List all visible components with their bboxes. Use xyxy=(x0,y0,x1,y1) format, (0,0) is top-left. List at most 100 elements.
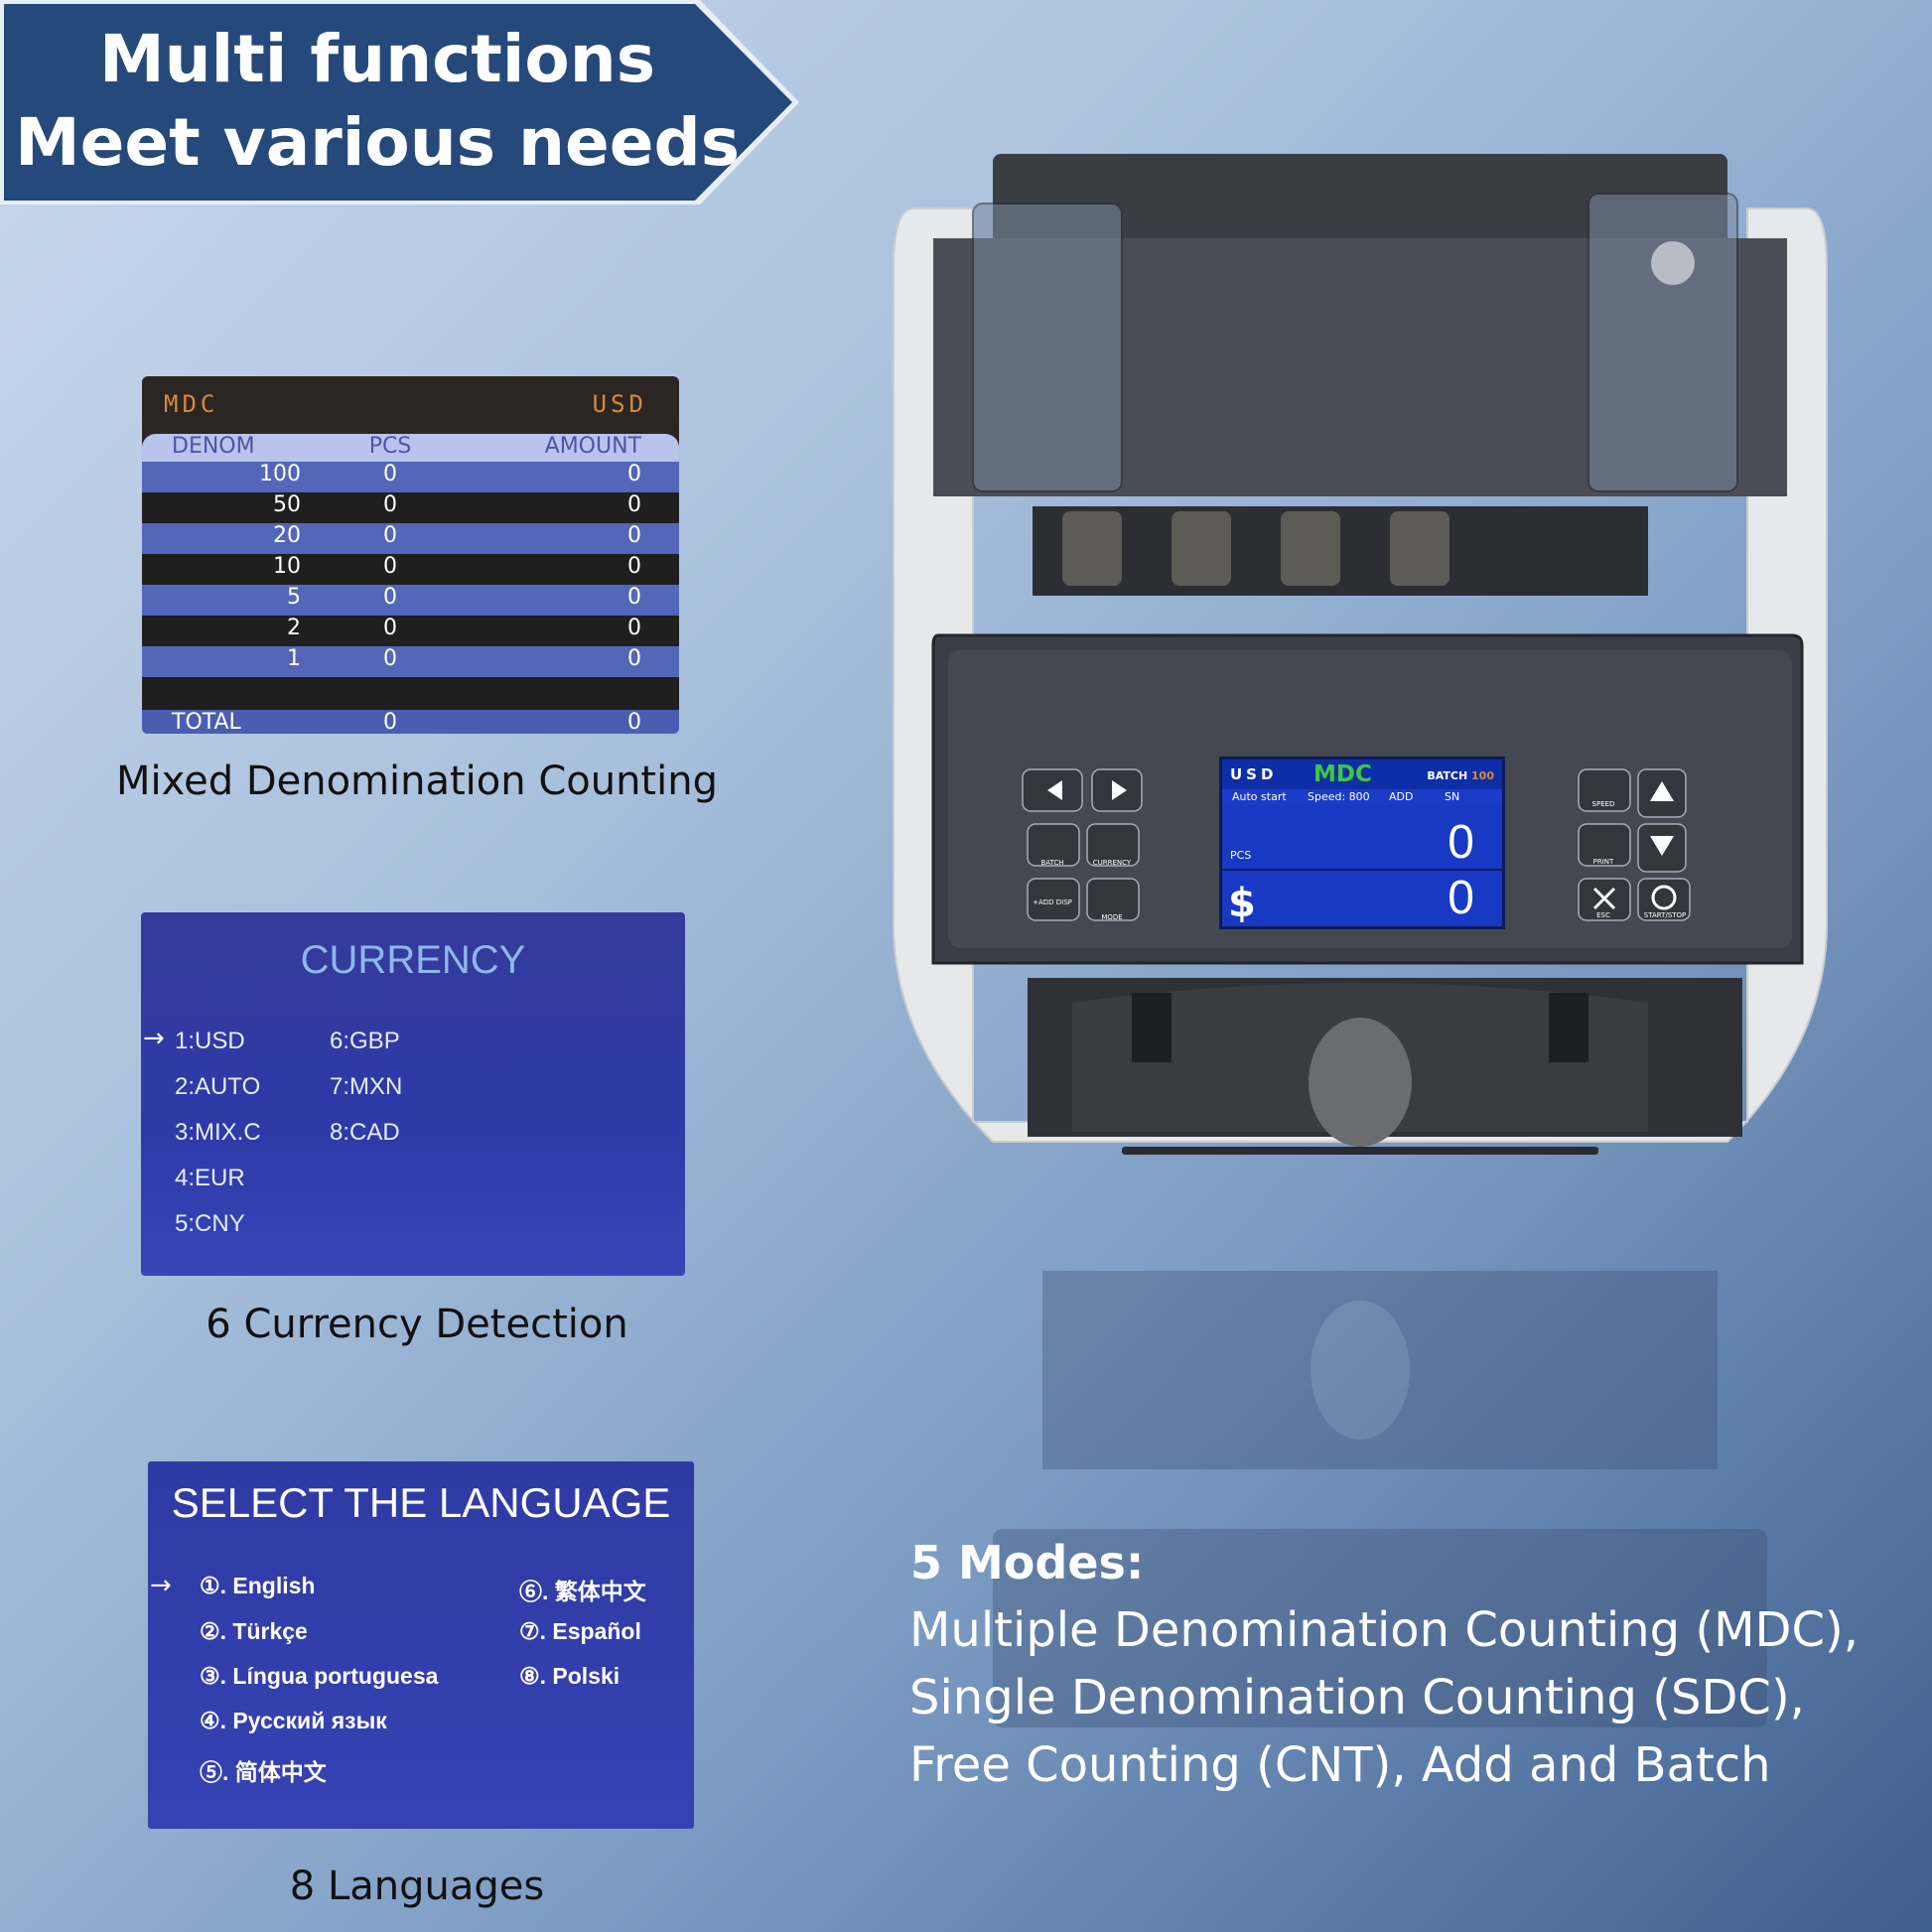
language-option[interactable]: ③. Língua portuguesa xyxy=(200,1663,439,1689)
lcd-auto-start: Auto start xyxy=(1232,790,1287,803)
language-option[interactable]: ①. English xyxy=(200,1573,316,1598)
lcd-batch: BATCH 100 xyxy=(1427,769,1494,782)
currency-option[interactable]: 5:CNY xyxy=(175,1210,245,1237)
mode-button[interactable]: MODE xyxy=(1101,913,1123,921)
language-option[interactable]: ⑥. 繁体中文 xyxy=(519,1579,646,1604)
lcd-status-bar: Auto start Speed: 800 ADD SN xyxy=(1222,789,1502,805)
lcd-pcs-value: 0 xyxy=(1448,816,1474,869)
currency-option[interactable]: 7:MXN xyxy=(330,1073,403,1100)
pcs-cell: 0 xyxy=(383,585,397,610)
language-option[interactable]: ④. Русский язык xyxy=(200,1708,387,1733)
amount-cell: 0 xyxy=(627,616,641,640)
pcs-cell: 0 xyxy=(383,462,397,486)
pcs-cell: 0 xyxy=(383,523,397,548)
mdc-currency-label: USD xyxy=(592,390,647,418)
title-banner: Multi functions Meet various needs xyxy=(0,0,799,205)
banner-arrow-shape xyxy=(0,0,799,205)
currency-option[interactable]: 2:AUTO xyxy=(175,1073,261,1100)
mdc-table-header: DENOM PCS AMOUNT xyxy=(142,434,679,462)
denom-cell: 10 xyxy=(273,554,301,579)
speed-button[interactable]: SPEED xyxy=(1591,800,1615,808)
amount-cell: 0 xyxy=(627,492,641,517)
lcd-divider xyxy=(1222,869,1502,871)
total-pcs: 0 xyxy=(383,710,397,734)
lcd-amount-value: 0 xyxy=(1448,872,1474,924)
selection-arrow-icon: → xyxy=(143,1024,165,1053)
esc-button[interactable]: ESC xyxy=(1596,911,1610,919)
currency-option[interactable]: 3:MIX.C xyxy=(175,1119,261,1146)
language-option[interactable]: ⑦. Español xyxy=(519,1618,641,1644)
amount-cell: 0 xyxy=(627,585,641,610)
currency-option[interactable]: 1:USD xyxy=(175,1028,245,1054)
lcd-mode: MDC xyxy=(1313,761,1372,787)
table-row: 2 0 0 xyxy=(142,616,679,646)
currency-screen: CURRENCY → 1:USD 2:AUTO 3:MIX.C 4:EUR 5:… xyxy=(141,912,685,1276)
banner-line-2: Meet various needs xyxy=(14,104,741,181)
currency-option[interactable]: 6:GBP xyxy=(330,1028,400,1054)
money-counter-illustration xyxy=(893,154,1828,1155)
pcs-cell: 0 xyxy=(383,616,397,640)
banner-line-1: Multi functions xyxy=(98,21,656,97)
table-row: 50 0 0 xyxy=(142,492,679,523)
start-stop-button[interactable]: START/STOP xyxy=(1643,911,1687,919)
lcd-top-bar: USD MDC BATCH 100 xyxy=(1222,759,1502,789)
modes-line-3: Free Counting (CNT), Add and Batch xyxy=(909,1737,1771,1793)
language-caption: 8 Languages xyxy=(289,1863,545,1909)
total-label: TOTAL xyxy=(172,710,241,734)
currency-button[interactable]: CURRENCY xyxy=(1092,859,1132,867)
lcd-pcs-label: PCS xyxy=(1230,849,1252,862)
mdc-total-row: TOTAL 0 0 xyxy=(142,710,679,734)
machine-lcd: USD MDC BATCH 100 Auto start Speed: 800 … xyxy=(1219,757,1505,929)
table-row: 1 0 0 xyxy=(142,646,679,677)
denom-cell: 100 xyxy=(259,462,301,486)
mdc-screen: MDC USD DENOM PCS AMOUNT 100 0 0 50 0 0 … xyxy=(142,376,679,734)
modes-heading: 5 Modes: xyxy=(910,1536,1145,1589)
header-pcs: PCS xyxy=(368,434,412,459)
add-disp-button[interactable]: +ADD DISP xyxy=(1033,898,1072,906)
batch-button[interactable]: BATCH xyxy=(1040,859,1064,867)
header-amount: AMOUNT xyxy=(544,434,641,459)
table-row: 100 0 0 xyxy=(142,462,679,492)
pcs-cell: 0 xyxy=(383,554,397,579)
print-button[interactable]: PRINT xyxy=(1592,858,1614,866)
denom-cell: 5 xyxy=(287,585,301,610)
total-amount: 0 xyxy=(627,710,641,734)
denom-cell: 50 xyxy=(273,492,301,517)
currency-option[interactable]: 4:EUR xyxy=(175,1165,245,1191)
language-option[interactable]: ⑧. Polski xyxy=(519,1663,621,1689)
language-option[interactable]: ②. Türkçe xyxy=(200,1618,308,1644)
denom-cell: 20 xyxy=(273,523,301,548)
lcd-add: ADD xyxy=(1389,790,1414,803)
language-screen: SELECT THE LANGUAGE → ①. English ②. Türk… xyxy=(148,1461,694,1829)
denom-cell: 1 xyxy=(287,646,301,671)
lcd-speed: Speed: 800 xyxy=(1308,790,1370,803)
currency-option[interactable]: 8:CAD xyxy=(330,1119,400,1146)
mdc-caption: Mixed Denomination Counting xyxy=(116,759,718,804)
denom-cell: 2 xyxy=(287,616,301,640)
pcs-cell: 0 xyxy=(383,492,397,517)
lcd-amount-symbol: $ xyxy=(1228,881,1256,926)
amount-cell: 0 xyxy=(627,646,641,671)
amount-cell: 0 xyxy=(627,554,641,579)
currency-title: CURRENCY xyxy=(300,938,526,982)
modes-line-1: Multiple Denomination Counting (MDC), xyxy=(909,1602,1859,1658)
lcd-currency: USD xyxy=(1230,765,1278,783)
pcs-cell: 0 xyxy=(383,646,397,671)
amount-cell: 0 xyxy=(627,523,641,548)
table-row: 20 0 0 xyxy=(142,523,679,554)
currency-caption: 6 Currency Detection xyxy=(206,1302,628,1347)
amount-cell: 0 xyxy=(627,462,641,486)
selection-arrow-icon: → xyxy=(150,1571,172,1600)
modes-line-2: Single Denomination Counting (SDC), xyxy=(909,1670,1805,1725)
language-title: SELECT THE LANGUAGE xyxy=(171,1479,671,1526)
table-spacer-row xyxy=(142,677,679,710)
lcd-sn: SN xyxy=(1445,790,1460,803)
mdc-mode-label: MDC xyxy=(164,390,219,418)
table-row: 10 0 0 xyxy=(142,554,679,585)
language-option[interactable]: ⑤. 简体中文 xyxy=(200,1759,327,1785)
mdc-top-bar: MDC USD xyxy=(164,390,657,426)
header-denom: DENOM xyxy=(172,434,255,459)
table-row: 5 0 0 xyxy=(142,585,679,616)
machine-reflection xyxy=(993,1271,1767,1727)
lcd-batch-value: 100 xyxy=(1471,769,1494,782)
